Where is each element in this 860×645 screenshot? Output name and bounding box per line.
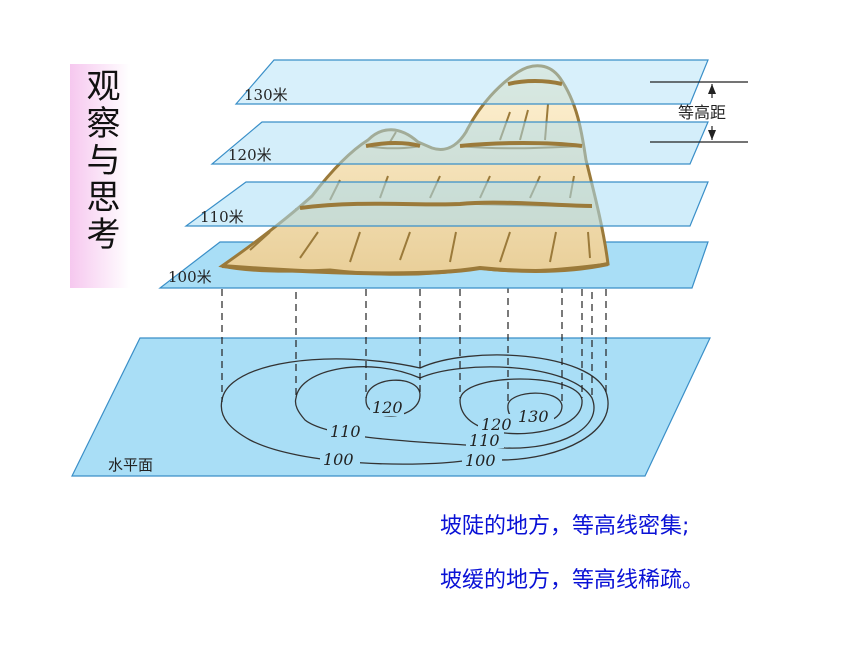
- plane-label-120: 120米: [228, 146, 272, 164]
- side-title: 观察与思考: [80, 68, 120, 253]
- contour-label-120-left: 120: [372, 398, 403, 417]
- contour-110: [294, 366, 595, 449]
- plane-label-130: 130米: [244, 86, 288, 104]
- caption-steep: 坡陡的地方，等高线密集;: [440, 514, 690, 539]
- plane-120: [210, 121, 709, 165]
- plane-label-110: 110米: [200, 208, 244, 226]
- horizontal-plane-label: 水平面: [108, 456, 153, 474]
- contour-100: [220, 354, 609, 465]
- contour-label-100-left: 100: [323, 450, 354, 469]
- contour-label-100-right: 100: [465, 451, 496, 470]
- contour-label-110-right: 110: [469, 431, 500, 450]
- plane-label-100: 100米: [168, 268, 212, 286]
- contour-120-left: [365, 379, 421, 417]
- interval-indicator: 等高距: [650, 81, 748, 143]
- mountain-base: [221, 262, 609, 276]
- interval-label: 等高距: [678, 103, 726, 122]
- plane-130: [234, 59, 709, 105]
- contour-label-110-left: 110: [330, 422, 361, 441]
- contour-label-130: 130: [518, 407, 549, 426]
- contour-label-120-right: 120: [481, 415, 512, 434]
- caption-gentle: 坡缓的地方，等高线稀疏。: [440, 568, 705, 593]
- side-title-box: 观察与思考: [70, 64, 130, 288]
